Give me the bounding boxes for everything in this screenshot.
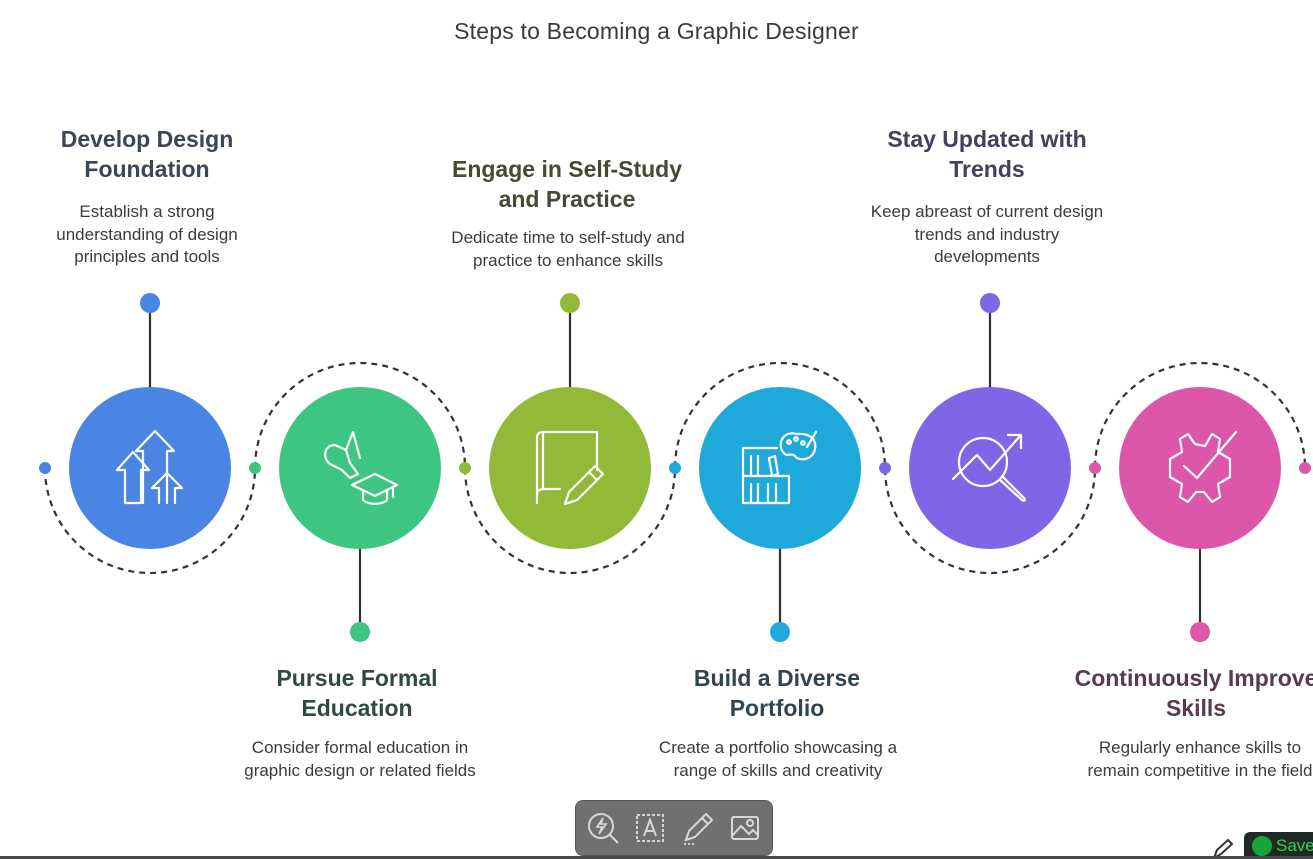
step-3-description: Dedicate time to self-study and practice… — [418, 227, 718, 272]
step-5-desc-line3: developments — [934, 247, 1040, 266]
step-1-circle — [69, 387, 231, 549]
pen-annotate-icon — [683, 812, 713, 845]
step-2-desc-line2: graphic design or related fields — [244, 760, 476, 780]
step-1-desc-line1: Establish a strong — [79, 202, 215, 221]
step-2-circle — [279, 387, 441, 549]
step-5-title: Stay Updated with Trends — [837, 124, 1137, 184]
portfolio-palette-icon — [741, 430, 818, 505]
image-icon — [730, 816, 759, 840]
floating-toolbar — [575, 800, 773, 856]
step-6-title-line1: Continuously Improve — [1074, 665, 1313, 691]
step-1-title: Develop Design Foundation — [0, 124, 297, 184]
step-3-circle — [489, 387, 651, 549]
step-1-title-line2: Foundation — [84, 156, 210, 182]
step-6-desc-line2: remain competitive in the field — [1087, 760, 1313, 780]
stem-dot — [350, 622, 370, 642]
step-6-title: Continuously Improve Skills — [1046, 663, 1313, 723]
step-3-title-line1: Engage in Self-Study — [451, 156, 683, 182]
stem-dot — [980, 293, 1000, 313]
step-6-description: Regularly enhance skills to remain compe… — [1050, 737, 1313, 782]
step-6-desc-line1: Regularly enhance skills to — [1098, 738, 1302, 757]
book-pencil-icon — [535, 430, 605, 506]
page-title: Steps to Becoming a Graphic Designer — [454, 18, 859, 44]
step-6-title-line2: Skills — [1165, 695, 1227, 721]
step-2-description: Consider formal education in graphic des… — [210, 737, 510, 782]
step-5-description: Keep abreast of current design trends an… — [837, 201, 1137, 269]
step-4-title: Build a Diverse Portfolio — [627, 663, 927, 723]
stem-dot — [560, 293, 580, 313]
pen-icon[interactable] — [1208, 838, 1238, 859]
step-5-title-line1: Stay Updated with — [887, 126, 1087, 152]
bottom-border — [0, 856, 1313, 859]
step-4-desc-line2: range of skills and creativity — [673, 760, 883, 780]
trend-magnifier-icon — [951, 433, 1026, 502]
stem-dot — [770, 622, 790, 642]
wave-dot — [1299, 462, 1311, 474]
growth-arrows-icon — [115, 429, 184, 505]
step-1-desc-line3: principles and tools — [74, 247, 220, 266]
image-button[interactable] — [725, 808, 765, 848]
step-4-title-line1: Build a Diverse — [693, 665, 861, 691]
step-3-title: Engage in Self-Study and Practice — [417, 154, 717, 214]
step-6-circle — [1119, 387, 1281, 549]
step-1-desc-line2: understanding of design — [56, 224, 238, 244]
step-5-desc-line1: Keep abreast of current design — [870, 202, 1104, 221]
step-4-circle — [699, 387, 861, 549]
wave-dot — [459, 462, 471, 474]
step-5-circle — [909, 387, 1071, 549]
step-2-title: Pursue Formal Education — [207, 663, 507, 723]
step-1-description: Establish a strong understanding of desi… — [0, 201, 297, 269]
step-4-description: Create a portfolio showcasing a range of… — [628, 737, 928, 782]
step-3-desc-line1: Dedicate time to self-study and — [451, 228, 685, 247]
wave-dot — [669, 462, 681, 474]
step-1-title-line1: Develop Design — [60, 126, 234, 152]
gear-check-icon — [1168, 430, 1238, 504]
pen-annotate-button[interactable] — [678, 808, 718, 848]
stem-dot — [1190, 622, 1210, 642]
step-2-title-line2: Education — [301, 695, 413, 721]
wave-dot — [1089, 462, 1101, 474]
step-3-desc-line2: practice to enhance skills — [473, 250, 663, 270]
save-widget[interactable]: Save — [1244, 832, 1313, 859]
text-select-icon — [636, 814, 665, 842]
quick-search-icon — [588, 813, 619, 844]
stem-dot — [140, 293, 160, 313]
wave-dot — [879, 462, 891, 474]
wave-dot — [39, 462, 51, 474]
wave-dot — [249, 462, 261, 474]
save-label: Save — [1276, 835, 1313, 855]
text-select-button[interactable] — [630, 808, 670, 848]
step-5-desc-line2: trends and industry — [914, 224, 1060, 244]
step-4-desc-line1: Create a portfolio showcasing a — [658, 738, 898, 757]
step-4-title-line2: Portfolio — [729, 695, 825, 721]
quick-search-button[interactable] — [583, 808, 623, 848]
step-2-desc-line1: Consider formal education in — [251, 738, 469, 757]
save-status-icon — [1252, 835, 1272, 856]
step-6-clip: Continuously Improve Skills Regularly en… — [1040, 663, 1313, 793]
step-2-title-line1: Pursue Formal — [276, 665, 438, 691]
step-3-title-line2: and Practice — [498, 186, 636, 212]
step-5-title-line2: Trends — [949, 156, 1025, 182]
graduation-cap-icon — [324, 430, 399, 505]
